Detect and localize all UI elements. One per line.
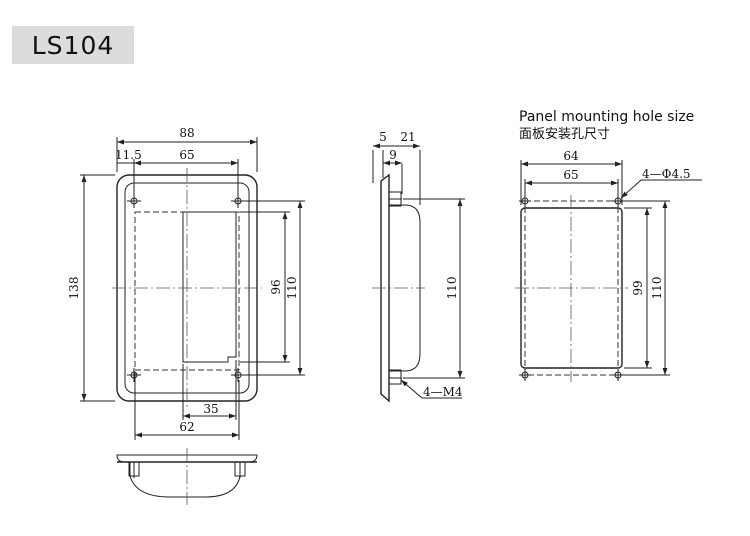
- dim-flange: 5: [379, 130, 387, 144]
- panel-view: 64 65 4—Φ4.5 99 110: [515, 149, 702, 382]
- dim-panel-height-cut: 99: [631, 280, 645, 295]
- dim-side-height: 110: [445, 277, 459, 300]
- dim-stud: 9: [389, 148, 397, 162]
- dim-bottom-inner: 35: [203, 402, 218, 416]
- bottom-view: [116, 448, 258, 505]
- dim-width-hole: 65: [179, 148, 194, 162]
- side-flange: [380, 173, 390, 403]
- dim-height-inner: 96: [269, 279, 283, 294]
- side-stud-bottom: [388, 369, 402, 385]
- dim-bottom-outer: 62: [179, 420, 194, 434]
- panel-section-title: Panel mounting hole size 面板安装孔尺寸: [519, 108, 694, 144]
- front-handle-recess: [182, 211, 237, 363]
- model-label: LS104: [31, 30, 115, 60]
- front-mounting-holes: [127, 194, 245, 382]
- dim-width-total: 88: [179, 126, 194, 140]
- dim-height-total: 138: [67, 277, 81, 300]
- front-hidden-pocket: [134, 211, 240, 371]
- dim-panel-height-hole: 110: [650, 277, 664, 300]
- dim-panel-hole: 4—Φ4.5: [642, 167, 691, 181]
- model-badge: LS104: [12, 26, 134, 64]
- dim-offset: 11.5: [115, 148, 142, 162]
- dim-depth: 21: [400, 130, 415, 144]
- side-view: 5 21 9 110 4—M4: [372, 130, 465, 403]
- side-stud-top: [388, 191, 402, 207]
- dim-panel-width-hole: 65: [563, 168, 578, 182]
- dim-height-hole: 110: [285, 277, 299, 300]
- dim-panel-width-cut: 64: [563, 149, 579, 163]
- panel-title-cn: 面板安装孔尺寸: [519, 127, 611, 142]
- bottom-handle-body: [129, 462, 241, 498]
- dim-thread: 4—M4: [423, 385, 463, 399]
- front-view: 88 65 11.5 138 96 110 35 62: [67, 126, 305, 440]
- panel-title-en: Panel mounting hole size: [519, 109, 695, 125]
